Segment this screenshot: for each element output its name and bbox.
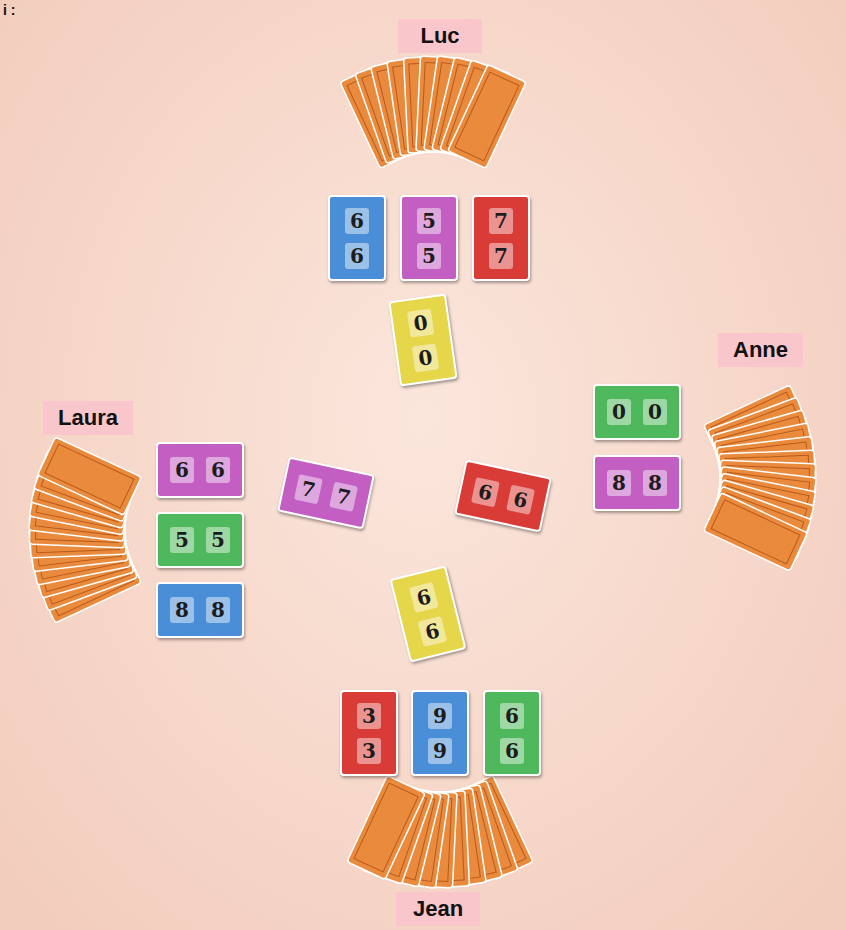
card-number: 8 [643,470,667,496]
number-card: 88 [593,455,681,511]
card-number: 0 [412,343,439,372]
card-number: 5 [206,527,230,553]
card-number: 8 [206,597,230,623]
player-name: Jean [413,896,463,922]
card-number: 9 [428,738,452,764]
card-number: 6 [500,703,524,729]
card-number: 6 [206,457,230,483]
card-number: 8 [170,597,194,623]
card-number: 3 [357,738,381,764]
player-name-box: Luc [398,19,482,53]
page-label: i : [3,2,15,18]
player-name: Laura [58,405,118,431]
card-number: 7 [294,474,323,504]
card-number: 6 [500,738,524,764]
number-card: 66 [328,195,386,281]
card-number: 3 [357,703,381,729]
card-number: 7 [489,243,513,269]
face-down-card [448,65,526,169]
card-number: 6 [506,485,535,515]
card-number: 5 [417,208,441,234]
number-card: 77 [277,456,375,529]
card-number: 9 [428,703,452,729]
card-number: 0 [607,399,631,425]
number-card: 00 [593,384,681,440]
number-card: 66 [156,442,244,498]
player-name: Luc [420,23,459,49]
player-name: Anne [733,337,788,363]
number-card: 55 [400,195,458,281]
card-number: 7 [329,482,358,512]
number-card: 88 [156,582,244,638]
number-card: 66 [454,459,552,532]
card-number: 6 [409,582,439,613]
card-number: 0 [407,308,434,337]
card-number: 7 [489,208,513,234]
player-name-box: Jean [396,892,480,926]
card-number: 5 [417,243,441,269]
number-card: 55 [156,512,244,568]
player-name-box: Laura [43,401,133,435]
card-number: 5 [170,527,194,553]
number-card: 77 [472,195,530,281]
number-card: 00 [388,293,457,386]
card-number: 6 [170,457,194,483]
card-number: 0 [643,399,667,425]
card-number: 6 [345,208,369,234]
face-down-card [704,493,808,571]
card-number: 8 [607,470,631,496]
number-card: 33 [340,690,398,776]
number-card: 99 [411,690,469,776]
number-card: 66 [483,690,541,776]
card-number: 6 [345,243,369,269]
card-number: 6 [471,477,500,507]
card-number: 6 [417,615,447,646]
player-name-box: Anne [718,333,803,367]
face-down-card [347,776,425,880]
face-down-card [38,437,142,515]
number-card: 66 [389,565,466,662]
